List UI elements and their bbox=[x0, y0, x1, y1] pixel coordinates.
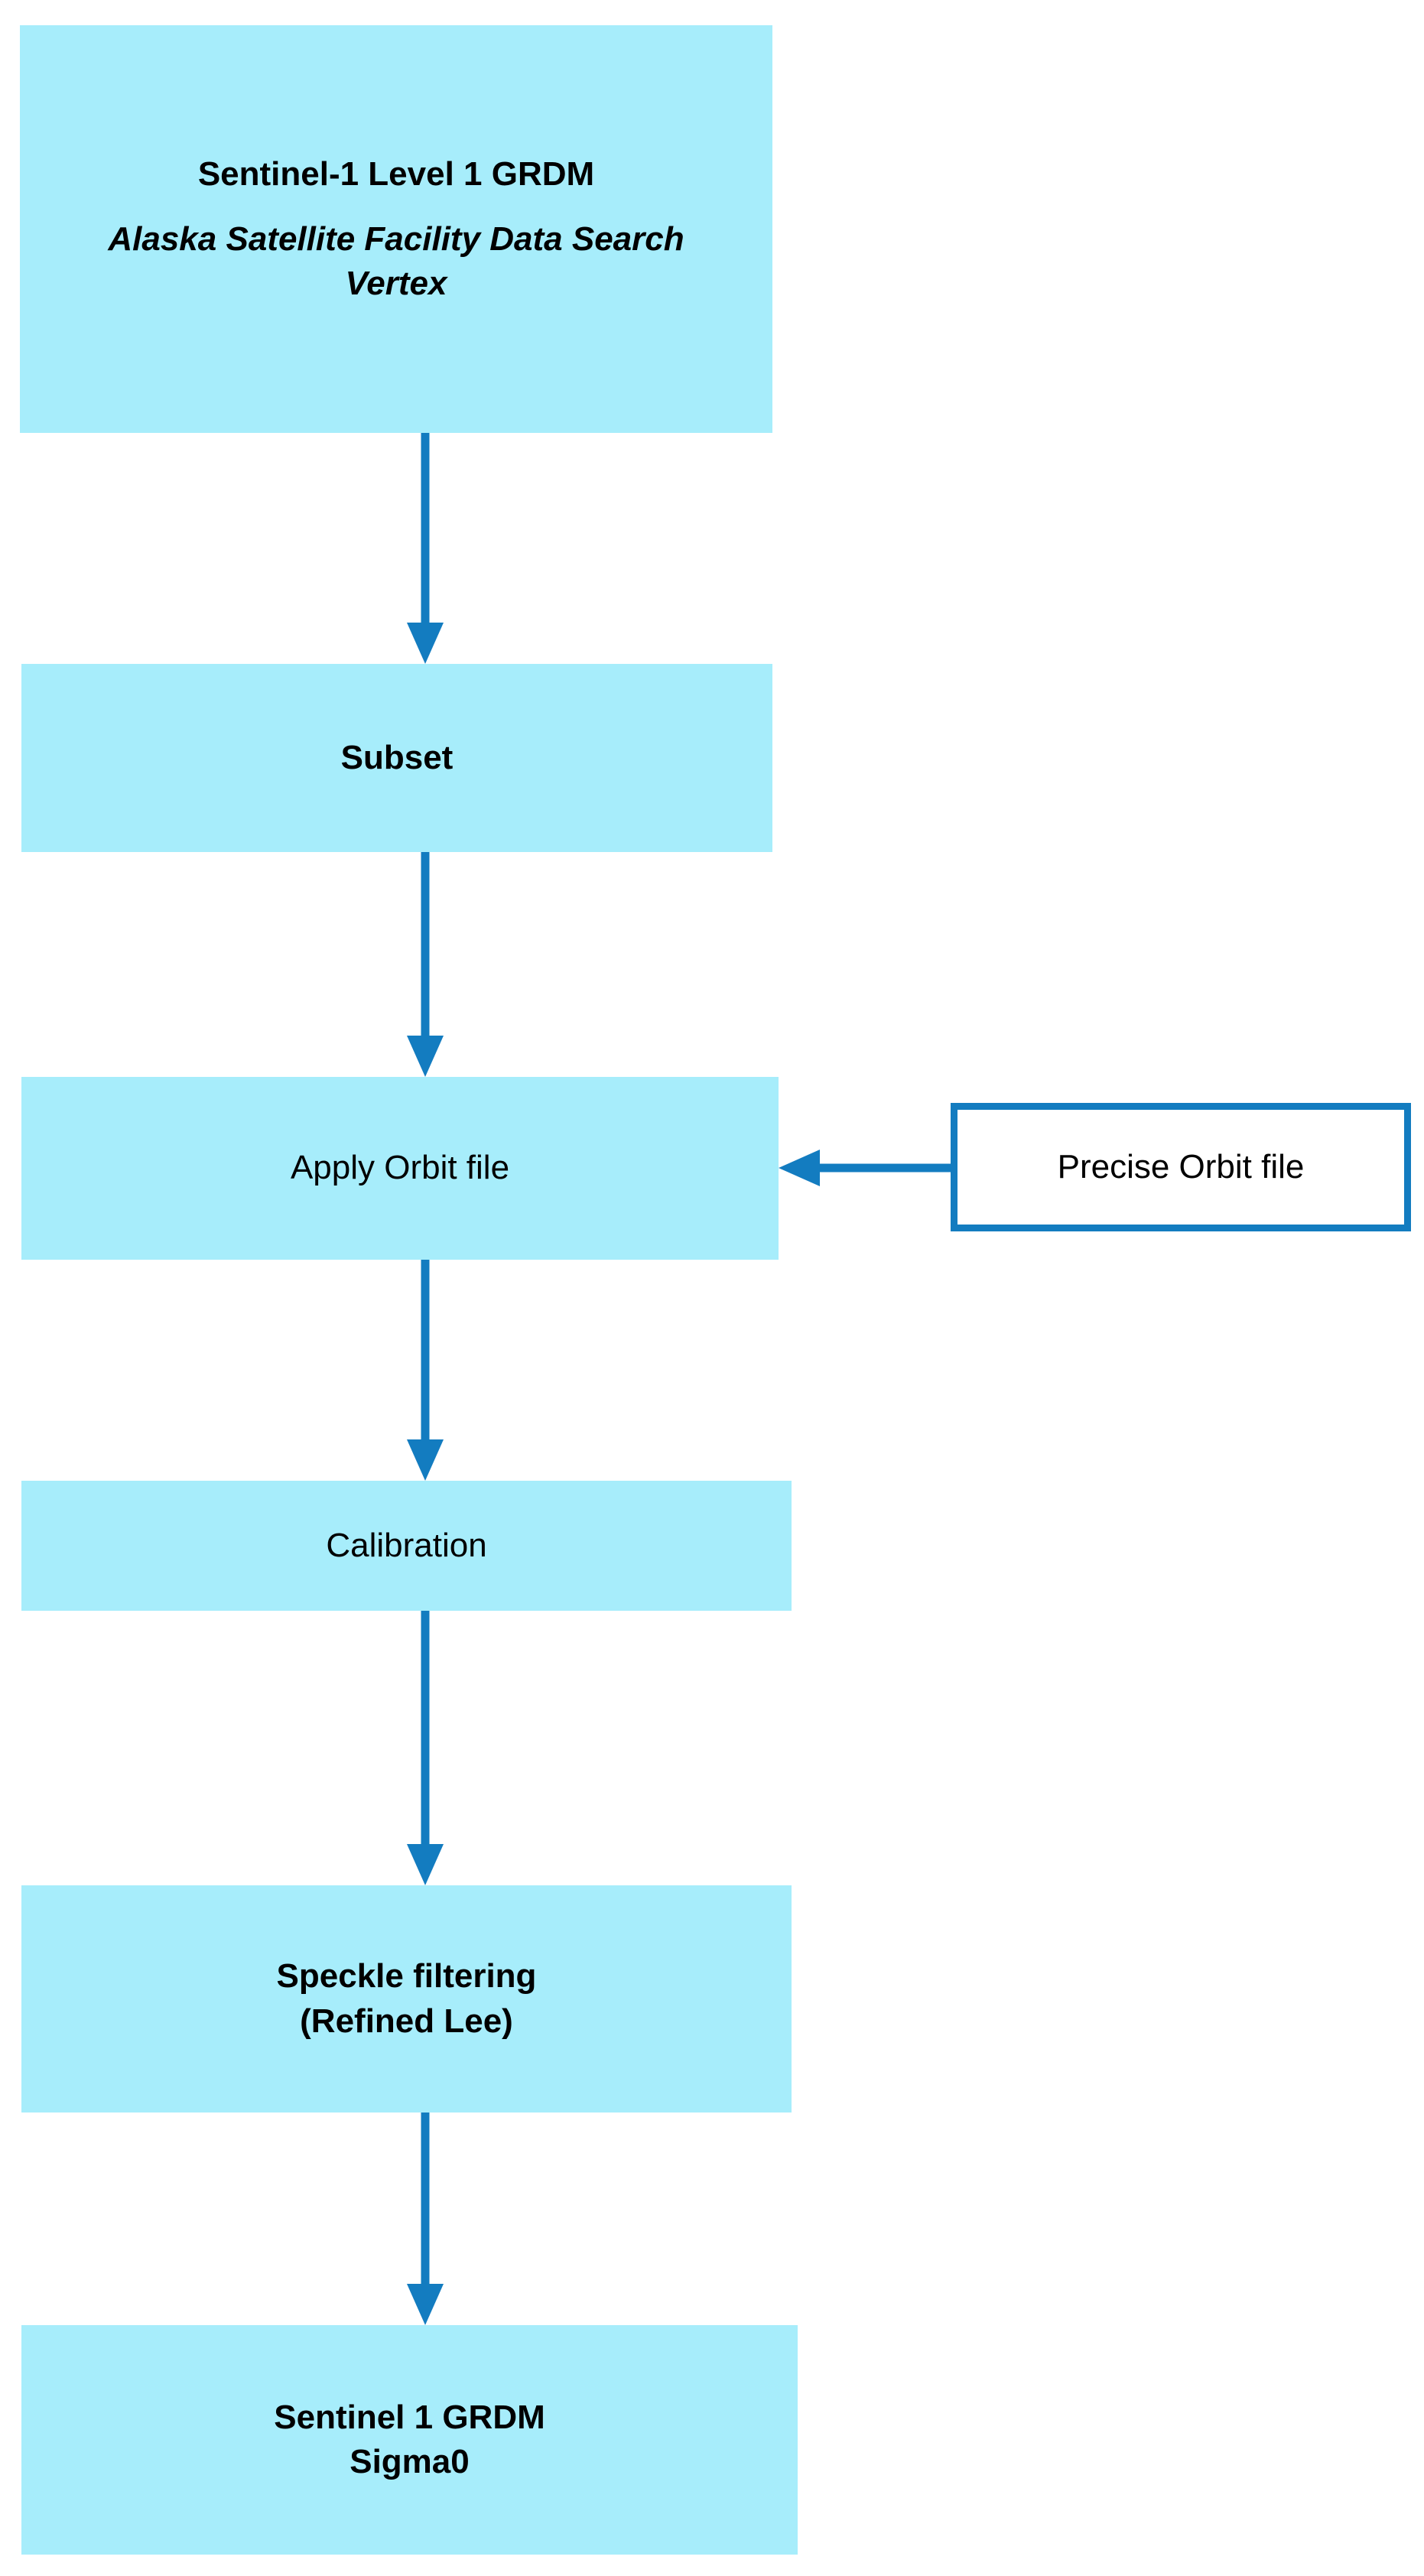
node-calibration[interactable]: Calibration bbox=[21, 1481, 792, 1611]
edge-apply-orbit-to-calibration-arrowhead-icon bbox=[407, 1439, 444, 1481]
edge-source-to-subset bbox=[407, 433, 444, 664]
node-sentinel-1-level-1-grdm-label: Vertex bbox=[345, 265, 447, 303]
node-precise-orbit-file-label: Precise Orbit file bbox=[1057, 1147, 1305, 1186]
edge-apply-orbit-to-calibration bbox=[407, 1260, 444, 1481]
edge-precise-orbit-to-apply-orbit bbox=[779, 1150, 951, 1186]
node-speckle-filtering-label: (Refined Lee) bbox=[300, 2002, 513, 2040]
node-sentinel-1-level-1-grdm-label: Sentinel-1 Level 1 GRDM bbox=[197, 154, 595, 193]
edge-speckle-to-output-arrowhead-icon bbox=[407, 2284, 444, 2325]
node-apply-orbit-file[interactable]: Apply Orbit file bbox=[21, 1077, 779, 1260]
node-speckle-filtering-label: Speckle filtering bbox=[276, 1957, 537, 1995]
node-subset-label: Subset bbox=[340, 738, 454, 776]
node-sentinel-1-level-1-grdm[interactable]: Sentinel-1 Level 1 GRDM Alaska Satellite … bbox=[20, 25, 772, 433]
edge-calibration-to-speckle-arrowhead-icon bbox=[407, 1844, 444, 1885]
node-sentinel-1-level-1-grdm-label: Alaska Satellite Facility Data Search bbox=[108, 220, 684, 259]
edge-precise-orbit-to-apply-orbit-arrowhead-icon bbox=[779, 1150, 820, 1186]
edge-subset-to-apply-orbit-arrowhead-icon bbox=[407, 1036, 444, 1077]
edge-speckle-to-output bbox=[407, 2113, 444, 2325]
node-precise-orbit-file[interactable]: Precise Orbit file bbox=[951, 1103, 1411, 1231]
node-subset[interactable]: Subset bbox=[21, 664, 772, 852]
edge-subset-to-apply-orbit bbox=[407, 852, 444, 1077]
node-calibration-label: Calibration bbox=[326, 1526, 487, 1564]
node-apply-orbit-file-label: Apply Orbit file bbox=[290, 1149, 510, 1187]
node-sentinel-1-grdm-sigma0[interactable]: Sentinel 1 GRDM Sigma0 bbox=[21, 2325, 798, 2555]
node-sentinel-1-grdm-sigma0-label: Sentinel 1 GRDM bbox=[274, 2398, 545, 2436]
edge-calibration-to-speckle bbox=[407, 1611, 444, 1885]
node-speckle-filtering[interactable]: Speckle filtering (Refined Lee) bbox=[21, 1885, 792, 2113]
node-sentinel-1-grdm-sigma0-label: Sigma0 bbox=[349, 2443, 470, 2480]
edge-source-to-subset-arrowhead-icon bbox=[407, 623, 444, 664]
